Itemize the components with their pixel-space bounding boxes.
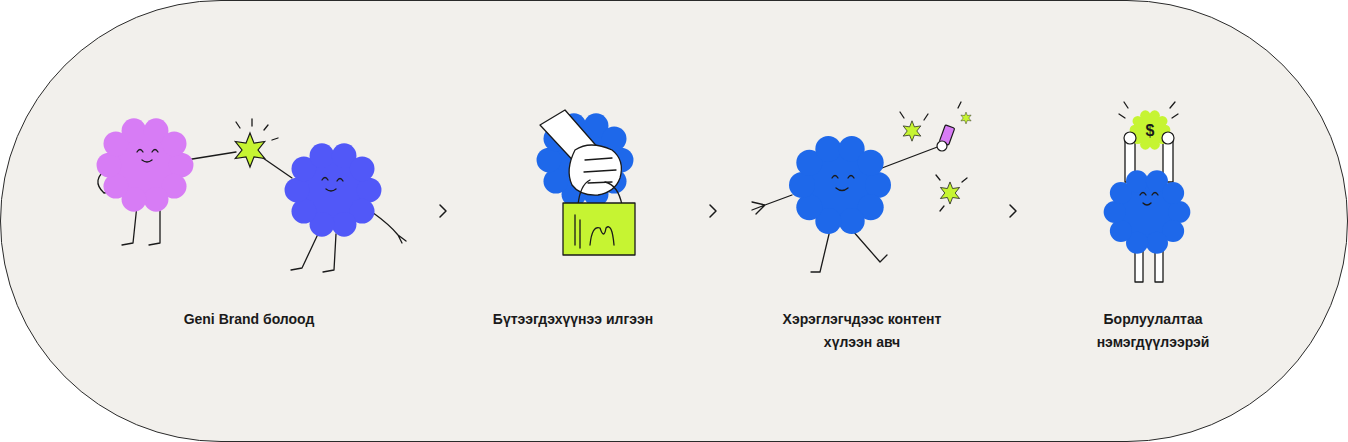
faces (137, 150, 343, 192)
lime-star (903, 121, 921, 141)
finger-lines (584, 158, 616, 183)
hand (1124, 132, 1136, 144)
arm (372, 212, 406, 243)
shopping-bag (563, 203, 635, 255)
leg (323, 234, 336, 272)
step-caption: Борлуулалтаа нэмэгдүүлээрэй (1073, 308, 1233, 354)
arm (752, 195, 792, 214)
hand (937, 141, 947, 151)
hand (1162, 132, 1174, 144)
arm (882, 146, 940, 168)
dancing-figure (752, 102, 967, 272)
step-node: Хэрэглэгчдээс контент хүлээн авч (742, 100, 982, 360)
bag-logo (575, 215, 614, 248)
step-caption: Хэрэглэгчдээс контент хүлээн авч (766, 308, 958, 354)
leg (852, 230, 887, 262)
lime-star (940, 182, 959, 204)
sparkle-lines (236, 119, 278, 140)
blue-blob (789, 136, 891, 234)
arm (263, 158, 292, 178)
face (137, 150, 158, 163)
step-caption: Geni Brand болоод (134, 308, 364, 331)
hand-with-bag (540, 110, 635, 255)
chevron-arrow (710, 205, 716, 217)
lime-star (235, 133, 264, 167)
face (322, 178, 343, 192)
sparkle-lines (900, 102, 967, 211)
leg (811, 230, 830, 272)
step-caption: Бүтээгдэхүүнээ илгээн (462, 308, 684, 331)
step-node: Бүтээгдэхүүнээ илгээн (462, 100, 684, 360)
face (1140, 193, 1158, 206)
currency-symbol: $ (1146, 123, 1155, 139)
chevron-arrow (440, 205, 446, 217)
purple-blob (97, 118, 194, 211)
arm (186, 152, 236, 160)
blue-blob (1104, 170, 1191, 253)
bag-handles (578, 180, 622, 205)
indigo-blob (285, 143, 382, 236)
step-node: Geni Brand болоод (74, 100, 424, 360)
step-node: Борлуулалтаа нэмэгдүүлээрэй (1044, 100, 1262, 360)
chevron-arrow (1010, 205, 1016, 217)
face (832, 176, 854, 191)
money-badge (1130, 110, 1171, 149)
leg (291, 234, 318, 270)
lime-star (961, 112, 971, 124)
